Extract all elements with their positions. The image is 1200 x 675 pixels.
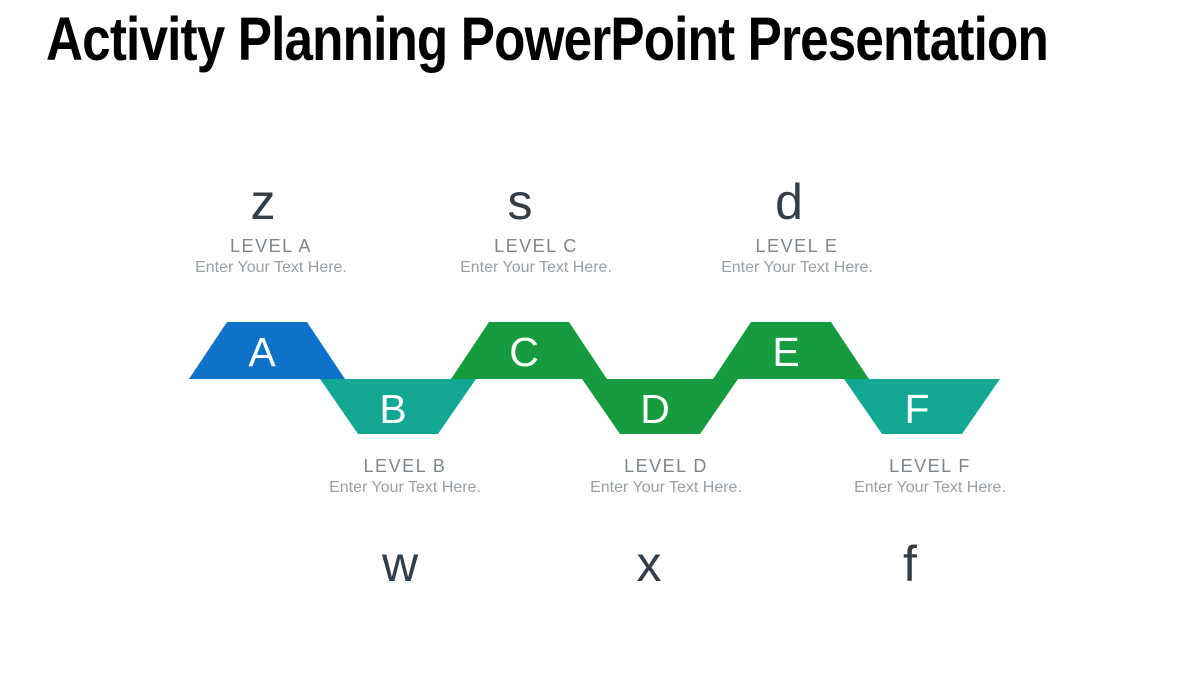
callout-level-label[interactable]: LEVEL F (889, 456, 971, 476)
segment-e-label: E (772, 329, 799, 375)
callout-level-label[interactable]: LEVEL A (230, 236, 312, 256)
callout-bottom-level-f: LEVEL F Enter Your Text Here. f (800, 456, 1060, 592)
segment-a-shape[interactable] (189, 322, 345, 379)
segment-c-label: C (509, 329, 539, 375)
callout-letter[interactable]: z (250, 174, 276, 230)
callout-placeholder-text[interactable]: Enter Your Text Here. (460, 259, 612, 276)
slide-title[interactable]: Activity Planning PowerPoint Presentatio… (46, 5, 1049, 73)
callout-letter[interactable]: d (775, 174, 803, 230)
callout-letter[interactable]: s (507, 174, 533, 230)
callout-placeholder-text[interactable]: Enter Your Text Here. (854, 479, 1006, 496)
callout-placeholder-text[interactable]: Enter Your Text Here. (721, 259, 873, 276)
callout-top-level-c: s LEVEL C Enter Your Text Here. (406, 176, 666, 278)
segment-f-shape[interactable] (844, 379, 1000, 434)
callout-placeholder-text[interactable]: Enter Your Text Here. (195, 259, 347, 276)
segment-b-shape[interactable] (320, 379, 476, 434)
callout-top-level-a: z LEVEL A Enter Your Text Here. (141, 176, 401, 278)
segment-e-shape[interactable] (713, 322, 869, 379)
callout-bottom-level-b: LEVEL B Enter Your Text Here. w (275, 456, 535, 592)
callout-level-label[interactable]: LEVEL D (624, 456, 708, 476)
segment-d-label: D (640, 386, 670, 432)
callout-placeholder-text[interactable]: Enter Your Text Here. (329, 479, 481, 496)
callout-bottom-level-d: LEVEL D Enter Your Text Here. x (536, 456, 796, 592)
callout-placeholder-text[interactable]: Enter Your Text Here. (590, 479, 742, 496)
callout-level-label[interactable]: LEVEL E (755, 236, 839, 256)
segment-c-shape[interactable] (451, 322, 607, 379)
segment-f-label: F (904, 386, 929, 432)
callout-level-label[interactable]: LEVEL C (494, 236, 578, 256)
segment-b-label: B (379, 386, 406, 432)
callout-letter[interactable]: f (903, 536, 917, 592)
segment-d-shape[interactable] (582, 379, 738, 434)
callout-level-label[interactable]: LEVEL B (363, 456, 447, 476)
callout-letter[interactable]: x (636, 536, 662, 592)
segment-a-label: A (248, 329, 276, 375)
callout-letter[interactable]: w (381, 536, 419, 592)
callout-top-level-e: d LEVEL E Enter Your Text Here. (667, 176, 927, 278)
